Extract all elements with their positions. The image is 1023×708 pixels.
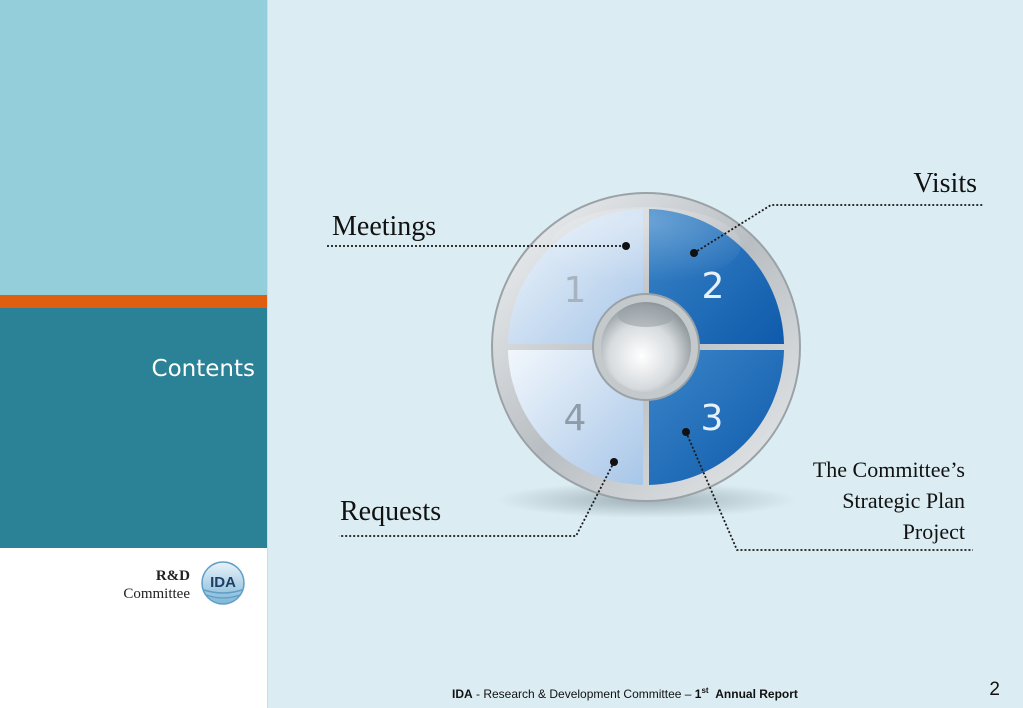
segment-2-number: 2 (702, 266, 725, 307)
visits-label: Visits (913, 168, 977, 200)
hub-highlight (618, 305, 674, 327)
segment-1-number: 1 (564, 270, 587, 311)
plan-marker (682, 428, 690, 436)
footer-org: IDA (452, 687, 473, 701)
meetings-marker (622, 242, 630, 250)
page-number: 2 (989, 679, 1000, 701)
meetings-label: Meetings (332, 211, 436, 243)
footer-report: Annual Report (715, 687, 798, 701)
footer-ordinal-suffix: st (701, 686, 708, 695)
footer: IDA - Research & Development Committee –… (452, 686, 798, 701)
segment-3-number: 3 (701, 398, 724, 439)
footer-text: - Research & Development Committee – (473, 687, 695, 701)
strategic-plan-label: The Committee’s Strategic Plan Project (745, 454, 965, 547)
plan-label-line-2: Strategic Plan (745, 485, 965, 516)
visits-marker (690, 249, 698, 257)
plan-label-line-3: Project (745, 516, 965, 547)
plan-label-line-1: The Committee’s (745, 454, 965, 485)
segment-4-number: 4 (564, 398, 587, 439)
requests-marker (610, 458, 618, 466)
requests-label: Requests (340, 496, 441, 528)
